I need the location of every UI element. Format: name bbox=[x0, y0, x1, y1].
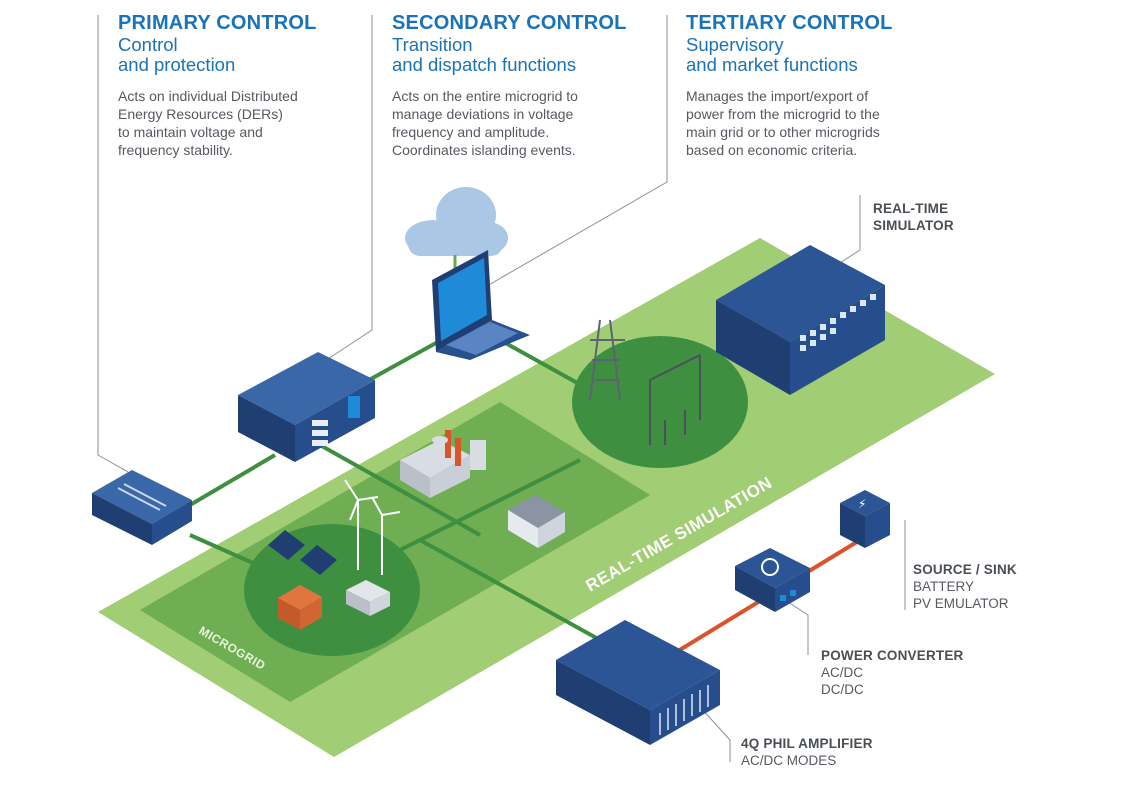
description-line: to maintain voltage and bbox=[118, 124, 263, 140]
description-line: Energy Resources (DERs) bbox=[118, 106, 283, 122]
svg-text:⚡: ⚡ bbox=[858, 497, 866, 511]
network-lines bbox=[188, 336, 601, 642]
description-line: based on economic criteria. bbox=[686, 142, 858, 158]
power-converter-label: POWER CONVERTER AC/DC DC/DC bbox=[821, 647, 964, 698]
callout-primary bbox=[97, 15, 129, 473]
label-line: AC/DC MODES bbox=[741, 753, 837, 768]
subtitle-line: and dispatch functions bbox=[392, 54, 577, 75]
label-line: PV EMULATOR bbox=[913, 596, 1009, 611]
transmission-tower-icon bbox=[589, 319, 625, 401]
cloud-icon bbox=[405, 187, 508, 256]
description-line: main grid or to other microgrids bbox=[686, 124, 880, 140]
callout-tertiary bbox=[479, 15, 668, 291]
power-line bbox=[653, 538, 862, 667]
subtitle-line: Transition bbox=[392, 34, 473, 55]
secondary-control-title: SECONDARY CONTROL bbox=[392, 12, 627, 34]
description-line: Acts on individual Distributed bbox=[118, 88, 298, 104]
amplifier-icon bbox=[556, 620, 720, 745]
subtitle-line: and market functions bbox=[686, 54, 858, 75]
description-line: Acts on the entire microgrid to bbox=[392, 88, 578, 104]
source-sink-label: SOURCE / SINK BATTERY PV EMULATOR bbox=[913, 561, 1017, 612]
label-line: AC/DC bbox=[821, 665, 864, 680]
callout-secondary bbox=[307, 15, 373, 373]
wind-turbine-icon bbox=[344, 479, 401, 575]
subtitle-line: Control bbox=[118, 34, 178, 55]
subtitle-line: and protection bbox=[118, 54, 236, 75]
house-icon bbox=[508, 495, 565, 548]
secondary-controller-icon bbox=[238, 352, 375, 462]
substation-icon bbox=[649, 354, 701, 445]
substation-circle bbox=[572, 336, 748, 468]
callout-converter bbox=[784, 599, 809, 655]
label-line: BATTERY bbox=[913, 579, 975, 594]
label-title: POWER CONVERTER bbox=[821, 648, 964, 663]
primary-control-title: PRIMARY CONTROL bbox=[118, 12, 317, 34]
description-line: Manages the import/export of bbox=[686, 88, 869, 104]
label-title: 4Q PHIL AMPLIFIER bbox=[741, 736, 873, 751]
primary-control-column: PRIMARY CONTROL Control and protection A… bbox=[118, 12, 378, 159]
description-line: frequency and amplitude. bbox=[392, 124, 550, 140]
battery-icon bbox=[346, 580, 390, 616]
primary-control-subtitle: Control and protection bbox=[118, 35, 378, 75]
tertiary-control-description: Manages the import/export of power from … bbox=[686, 87, 946, 159]
primary-controller-icon bbox=[92, 470, 192, 545]
tertiary-control-subtitle: Supervisory and market functions bbox=[686, 35, 946, 75]
factory-icon bbox=[400, 430, 486, 498]
secondary-control-subtitle: Transition and dispatch functions bbox=[392, 35, 652, 75]
real-time-simulator-label: REAL-TIME SIMULATOR bbox=[873, 200, 954, 234]
description-line: Coordinates islanding events. bbox=[392, 142, 576, 158]
label-line: SIMULATOR bbox=[873, 218, 954, 233]
generator-icon bbox=[278, 585, 322, 630]
description-line: frequency stability. bbox=[118, 142, 233, 158]
real-time-simulator-icon bbox=[716, 245, 885, 395]
source-sink-icon: ⚡ bbox=[840, 490, 890, 548]
laptop-icon bbox=[432, 250, 530, 360]
tertiary-control-column: TERTIARY CONTROL Supervisory and market … bbox=[686, 12, 946, 159]
description-line: power from the microgrid to the bbox=[686, 106, 880, 122]
primary-control-description: Acts on individual Distributed Energy Re… bbox=[118, 87, 378, 159]
amplifier-label: 4Q PHIL AMPLIFIER AC/DC MODES bbox=[741, 735, 873, 769]
label-title: SOURCE / SINK bbox=[913, 562, 1017, 577]
solar-panel-icon bbox=[268, 530, 337, 575]
description-line: manage deviations in voltage bbox=[392, 106, 574, 122]
label-line: DC/DC bbox=[821, 682, 864, 697]
subtitle-line: Supervisory bbox=[686, 34, 784, 55]
secondary-control-description: Acts on the entire microgrid to manage d… bbox=[392, 87, 652, 159]
secondary-control-column: SECONDARY CONTROL Transition and dispatc… bbox=[392, 12, 652, 159]
tertiary-control-title: TERTIARY CONTROL bbox=[686, 12, 893, 34]
power-converter-icon bbox=[735, 548, 810, 612]
label-line: REAL-TIME bbox=[873, 201, 949, 216]
